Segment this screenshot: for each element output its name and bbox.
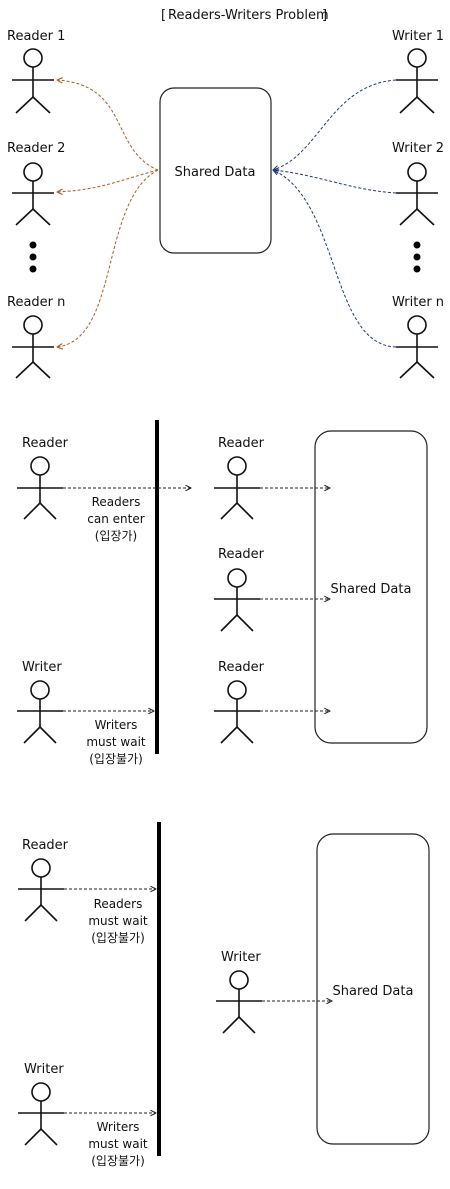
reader-1-label: Reader 1 — [7, 29, 65, 44]
writer-n-label: Writer n — [392, 295, 444, 310]
inside-reader-2-label: Reader — [218, 547, 265, 562]
svg-text:[: [ — [161, 8, 166, 23]
waiting-reader-stick-figure-icon — [18, 858, 64, 922]
shared-data-label: Shared Data — [333, 984, 414, 999]
writer-2-access-arrow — [273, 170, 397, 194]
writers-note-line-1: Writers — [97, 1120, 140, 1134]
reader-n-access-arrow — [57, 169, 159, 347]
waiting-reader-stick-figure-icon — [17, 456, 63, 520]
writers-note-line-1: Writers — [95, 718, 138, 732]
readers-note-line-1: Readers — [92, 495, 141, 509]
inside-reader-1-label: Reader — [218, 436, 265, 451]
shared-data-box — [159, 87, 272, 254]
inside-writer-label: Writer — [221, 950, 261, 965]
shared-data-label: Shared Data — [331, 582, 412, 597]
writer-1-label: Writer 1 — [392, 29, 444, 44]
panel-readers-inside: Shared Data Reader Readers can enter (입장… — [17, 420, 428, 766]
inside-reader-3-stick-figure-icon — [214, 680, 260, 744]
ellipsis-dots-icon — [413, 241, 421, 273]
reader-2-label: Reader 2 — [7, 141, 65, 156]
inside-reader-3-label: Reader — [218, 660, 265, 675]
readers-note-line-2: must wait — [88, 914, 148, 928]
writer-2-stick-figure-icon — [396, 162, 438, 226]
inside-writer-stick-figure-icon — [216, 970, 262, 1034]
inside-reader-1-stick-figure-icon — [214, 456, 260, 520]
writer-1-access-arrow — [273, 79, 397, 170]
waiting-writer-label: Writer — [24, 1062, 64, 1077]
shared-data-box — [314, 430, 428, 744]
waiting-writer-label: Writer — [22, 660, 62, 675]
shared-data-box — [316, 833, 430, 1145]
waiting-reader-label: Reader — [22, 436, 69, 451]
diagram-title-text: Readers-Writers Problem — [168, 8, 329, 23]
writers-note-line-2: must wait — [88, 1137, 148, 1151]
reader-1-access-arrow — [57, 80, 159, 171]
panel-writer-inside: Shared Data Reader Readers must wait (입장… — [18, 822, 430, 1168]
writer-1-stick-figure-icon — [396, 48, 438, 114]
svg-text:]: ] — [322, 8, 327, 23]
writers-note-line-3: (입장불가) — [89, 752, 143, 766]
diagram-title: [ Readers-Writers Problem ] — [161, 8, 329, 23]
waiting-writer-stick-figure-icon — [17, 680, 63, 744]
reader-1-stick-figure-icon — [12, 48, 54, 114]
readers-note-line-1: Readers — [94, 897, 143, 911]
writer-n-stick-figure-icon — [396, 315, 438, 379]
writers-note-line-3: (입장불가) — [91, 1154, 145, 1168]
reader-2-stick-figure-icon — [12, 162, 54, 226]
readers-note-line-3: (입장가) — [95, 529, 137, 543]
readers-note-line-2: can enter — [87, 512, 144, 526]
writers-note-line-2: must wait — [86, 735, 146, 749]
waiting-reader-label: Reader — [22, 838, 69, 853]
shared-data-label: Shared Data — [175, 165, 256, 180]
waiting-writer-stick-figure-icon — [18, 1082, 64, 1146]
writer-2-label: Writer 2 — [392, 141, 444, 156]
writer-n-access-arrow — [273, 170, 397, 348]
inside-reader-2-stick-figure-icon — [214, 568, 260, 632]
readers-note-line-3: (입장불가) — [91, 931, 145, 945]
reader-2-access-arrow — [57, 169, 159, 192]
reader-n-stick-figure-icon — [12, 315, 54, 379]
ellipsis-dots-icon — [29, 241, 37, 273]
reader-n-label: Reader n — [7, 295, 65, 310]
panel-overview: Shared Data Reader 1 Reader 2 Reader n W… — [7, 29, 444, 379]
